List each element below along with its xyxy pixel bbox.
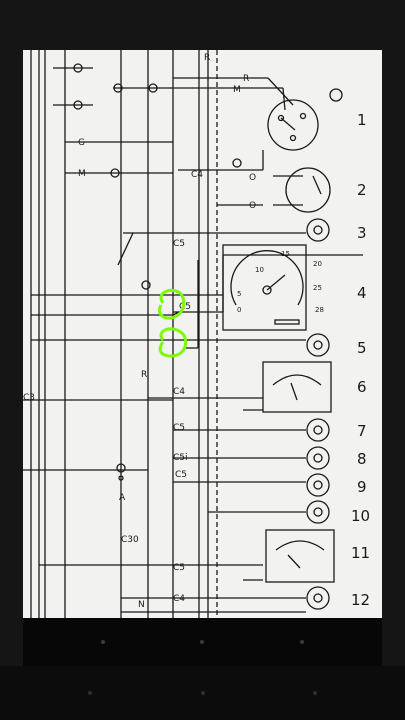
row-number-9: 9 [357, 478, 367, 496]
back-icon[interactable] [88, 691, 92, 695]
row-number-10: 10 [351, 507, 370, 525]
wire-label-m-top: M [233, 85, 241, 95]
wire-label-c4-c: C4 [173, 594, 185, 604]
wire-label-o-bottom: O [249, 201, 256, 211]
wire-label-c5-a: C5 [173, 239, 185, 249]
wire-label-r-mid: R [141, 370, 147, 380]
row-number-4: 4 [357, 284, 367, 302]
row-number-12: 12 [351, 591, 370, 609]
row-number-11: 11 [351, 544, 370, 562]
home-icon[interactable] [201, 691, 205, 695]
highlight-circle-top [157, 288, 186, 320]
gauge-tick-20: 20 [313, 260, 322, 268]
wire-label-a: A [119, 493, 126, 503]
row-number-3: 3 [357, 224, 367, 242]
gauge-tick-25: 25 [313, 284, 322, 292]
wiring-diagram: 1 2 3 4 5 6 7 8 9 10 11 12 R R M G M C4 [23, 50, 370, 618]
wire-label-c5-b: C5 [179, 302, 191, 312]
row-number-5: 5 [357, 339, 367, 357]
gauge-tick-0: 0 [237, 306, 241, 314]
wire-label-r-top: R [204, 53, 210, 63]
row-number-8: 8 [357, 450, 367, 468]
wire-label-c3: C3 [23, 393, 35, 403]
wire-label-r-right: R [243, 74, 249, 84]
media-dot [300, 640, 304, 644]
media-dot [101, 640, 105, 644]
gauge-tick-15: 15 [281, 250, 290, 258]
wire-label-c5-f: C5 [173, 563, 185, 573]
row-number-2: 2 [357, 181, 367, 199]
row-number-6: 6 [357, 378, 367, 396]
media-dot [200, 640, 204, 644]
wire-label-c5-d: C5 [173, 423, 185, 433]
row-number-1: 1 [357, 111, 367, 129]
wiring-diagram-photo: 1 2 3 4 5 6 7 8 9 10 11 12 R R M G M C4 [23, 50, 382, 618]
wire-label-c4-b: C4 [173, 387, 185, 397]
media-bar [23, 618, 382, 666]
wire-label-c5-e: C5 [175, 470, 187, 480]
wire-label-c30: C30 [121, 535, 139, 545]
wire-label-o-top: O [249, 173, 256, 183]
wire-label-g: G [78, 138, 85, 148]
wire-label-c5i: C5i [173, 453, 188, 463]
system-navigation-bar [0, 666, 405, 720]
wire-label-n: N [138, 600, 145, 610]
row-number-7: 7 [357, 422, 367, 440]
highlight-circle-bottom [158, 327, 188, 358]
gauge-tick-10: 10 [255, 266, 264, 274]
recents-icon[interactable] [313, 691, 317, 695]
wire-label-c4-top: C4 [191, 170, 203, 180]
gauge-tick-28: 28 [315, 306, 324, 314]
wire-label-m-mid: M [78, 169, 86, 179]
gauge-tick-5: 5 [237, 290, 241, 298]
